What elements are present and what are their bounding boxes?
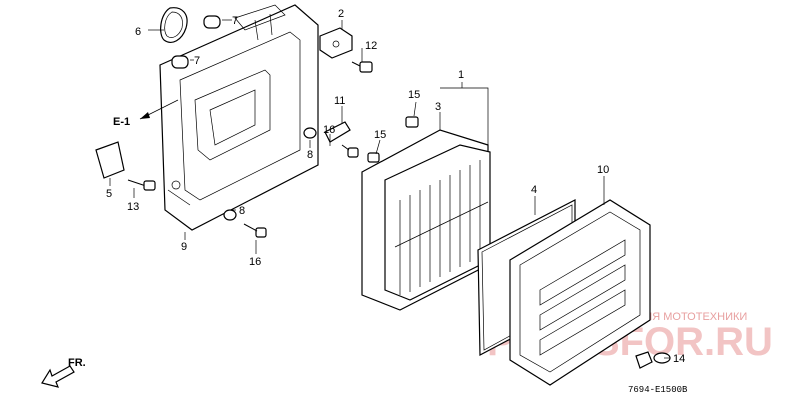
callout-7: 7 bbox=[232, 15, 238, 27]
direction-arrow-icon bbox=[41, 365, 75, 388]
callout-8: 8 bbox=[307, 149, 313, 161]
callout-9: 9 bbox=[181, 241, 187, 253]
bolt-part-13[interactable] bbox=[127, 179, 156, 191]
drawing-code: 7694-E1500B bbox=[628, 385, 688, 395]
callout-13: 13 bbox=[127, 201, 139, 213]
callout-3: 3 bbox=[435, 101, 441, 113]
leader-lines bbox=[109, 19, 670, 359]
callout-14: 14 bbox=[673, 353, 685, 365]
callout-7: 7 bbox=[194, 55, 200, 67]
callout-4: 4 bbox=[531, 184, 537, 196]
callout-2: 2 bbox=[338, 8, 344, 20]
cover-part-10[interactable] bbox=[509, 199, 651, 386]
callout-e1: E-1 bbox=[113, 116, 130, 128]
callout-8: 8 bbox=[239, 205, 245, 217]
callout-5: 5 bbox=[106, 188, 112, 200]
nut-part-15[interactable] bbox=[367, 116, 419, 163]
bolt-part-12[interactable] bbox=[351, 61, 373, 73]
collar-part-8[interactable] bbox=[223, 127, 317, 221]
callout-12: 12 bbox=[365, 40, 377, 52]
callout-16: 16 bbox=[323, 124, 335, 136]
bracket-part-2[interactable] bbox=[319, 27, 353, 59]
callout-16: 16 bbox=[249, 256, 261, 268]
bushing-part-7[interactable] bbox=[171, 15, 221, 69]
callout-15: 15 bbox=[408, 89, 420, 101]
wing-nut-part-14[interactable] bbox=[635, 351, 671, 369]
clip-part-5[interactable] bbox=[95, 141, 125, 179]
callouts: 6 7 7 2 12 11 16 15 15 1 3 4 10 8 8 9 16… bbox=[106, 8, 685, 365]
front-direction-indicator: FR. bbox=[41, 357, 86, 388]
callout-15: 15 bbox=[374, 129, 386, 141]
callout-1: 1 bbox=[458, 69, 464, 81]
seal-ring-part-6[interactable] bbox=[160, 7, 188, 43]
element-assembly-part-1[interactable] bbox=[361, 129, 491, 311]
direction-label: FR. bbox=[68, 357, 86, 369]
callout-6: 6 bbox=[135, 26, 141, 38]
air-cleaner-case-part-9[interactable] bbox=[159, 4, 319, 231]
callout-11: 11 bbox=[334, 95, 345, 107]
stay-part-11[interactable] bbox=[324, 121, 351, 143]
callout-10: 10 bbox=[597, 164, 609, 176]
bolt-part-16[interactable] bbox=[243, 144, 359, 238]
filter-pleats bbox=[394, 160, 489, 295]
